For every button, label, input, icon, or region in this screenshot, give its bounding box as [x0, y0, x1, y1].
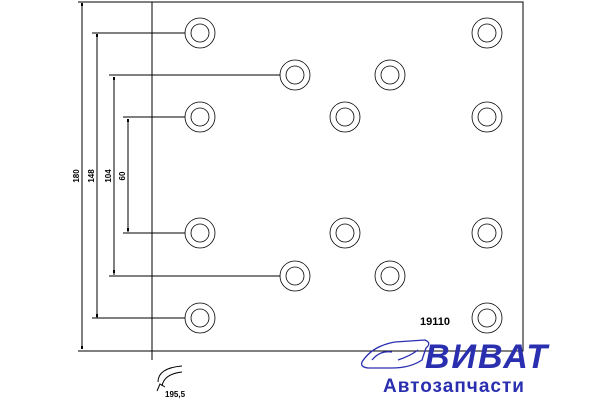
rivet-hole-inner	[190, 23, 210, 43]
rivet-hole-inner	[335, 107, 355, 127]
arc-dim-label: 195,5	[165, 390, 186, 399]
dim-label-180: 180	[72, 169, 81, 183]
dim-label-104: 104	[104, 169, 113, 183]
rivet-hole-inner	[380, 65, 400, 85]
rivet-hole-inner	[477, 107, 497, 127]
rivet-hole-inner	[380, 266, 400, 286]
brand-subtitle: Автозапчасти	[383, 376, 525, 397]
rivet-hole-inner	[477, 223, 497, 243]
rivet-hole-inner	[285, 266, 305, 286]
rivet-hole-inner	[190, 308, 210, 328]
rivet-hole-inner	[477, 308, 497, 328]
brand-name: ВИВАТ	[425, 338, 550, 376]
car-silhouette-icon	[360, 339, 430, 369]
arc-dim-symbol	[157, 365, 183, 387]
rivet-hole-inner	[335, 223, 355, 243]
dim-label-60: 60	[118, 171, 127, 180]
rivet-hole-inner	[190, 107, 210, 127]
dim-label-148: 148	[87, 169, 96, 183]
rivet-hole-inner	[285, 65, 305, 85]
arc-dim-arrow	[156, 383, 166, 392]
lining-outline	[78, 1, 524, 352]
rivet-hole-inner	[190, 223, 210, 243]
brand-logo: ВИВАТ Автозапчасти	[360, 338, 550, 397]
part-number: 19110	[420, 316, 450, 328]
rivet-hole-inner	[477, 23, 497, 43]
